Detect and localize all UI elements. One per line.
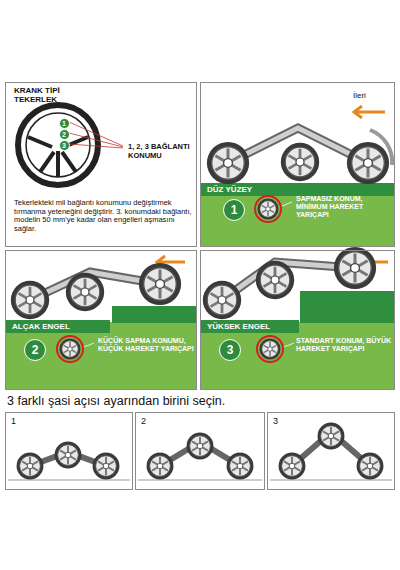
wheel [17,453,44,480]
wheel [55,442,82,469]
motion-ring [57,336,83,362]
info-panel: KRANK TİPİ TEKERLEK 1, 2, 3 BAĞLANTI KONU… [5,82,197,247]
wheel [227,453,254,480]
wheel [93,453,120,480]
position-badge: 1 [223,199,245,221]
scene-panel: ALÇAK ENGEL KÜÇÜK SAPMA KONUMU, KÜÇÜK HAR… [5,250,197,390]
wheel [203,281,241,319]
heading-text: STANDART KONUM, BÜYÜK HAREKET YARIÇAPI [296,337,392,353]
high-obstacle-scene [201,247,394,389]
leader-line [84,343,94,347]
callout-number: 3 [62,142,66,149]
obstacle [300,291,394,323]
leader-line [282,202,292,206]
crank-wheel [18,105,123,185]
wheel-icon [59,338,80,359]
position-badge: 3 [219,339,241,361]
wheel-icon [257,198,278,219]
wheel [139,263,181,305]
position-badge: 2 [24,339,46,361]
band-strip [201,320,299,333]
ground-line [138,480,262,481]
callout-number: 2 [62,131,66,138]
scene-panel: İleriDÜZ YÜZEYSAPMASIZ KONUM, MİNİMUM HA… [200,82,395,247]
band-strip [201,183,394,196]
motion-ring [257,336,283,362]
wheel [207,142,249,184]
scene-panel: YÜKSEK ENGEL STANDART KONUM, BÜYÜK HAREKE… [200,250,395,390]
wheel [357,453,384,480]
wheel-icon [259,338,280,359]
angle-panel: 1 [5,412,133,490]
wheel [11,281,49,319]
wheel [318,423,345,450]
callout-number: 3 [227,344,234,356]
flat-scene [201,106,394,246]
note-text: 1 [11,416,31,426]
heading-text: KÜÇÜK SAPMA KONUMU, KÜÇÜK HAREKET YARIÇA… [98,337,194,353]
heading-text: SAPMASIZ KONUM, MİNİMUM HAREKET YARIÇAPI [296,195,392,219]
callout-number: 2 [32,344,39,356]
angle-panel: 2 [135,412,265,490]
note-text: 3 [273,416,293,426]
note-text: İleri [353,91,393,100]
leader-line [284,343,294,347]
heading-text: DÜZ YÜZEY [207,185,307,194]
motion-ring [255,196,281,222]
leader-lines [69,122,123,148]
heading-text: KRANK TİPİ TEKERLEK [14,86,94,104]
spokes [28,137,88,177]
ground-line [8,480,130,481]
angle-panel: 3 [267,412,395,490]
wheel [334,247,376,289]
callout-number: 1 [62,120,66,127]
wheel [347,142,389,184]
heading-text: ALÇAK ENGEL [12,322,112,331]
callout-number: 1 [231,204,238,216]
chassis-angle-1 [8,442,130,480]
wheel [256,261,294,299]
heading-text: 1, 2, 3 BAĞLANTI KONUMU [128,143,194,160]
position-dot: 1 [59,118,70,129]
position-dot: 3 [59,140,70,151]
heading-text: YÜKSEK ENGEL [207,322,299,331]
wheel [279,453,306,480]
wheel [281,143,319,181]
direction-arrow [354,106,385,118]
note-text: Tekerlekteki mil bağlantı konumunu değiş… [14,199,192,234]
section-heading: 3 farklı şasi açısı ayarından birini seç… [7,394,225,408]
chassis-angle-3 [270,423,392,480]
position-dot: 2 [59,129,70,140]
note-text: 2 [141,416,161,426]
low-obstacle-scene [6,256,196,389]
chassis-angle-2 [138,433,262,480]
obstacle [112,306,196,323]
wheel [147,453,174,480]
ground-line [270,480,392,481]
wheel [187,433,214,460]
wheel [66,273,104,311]
